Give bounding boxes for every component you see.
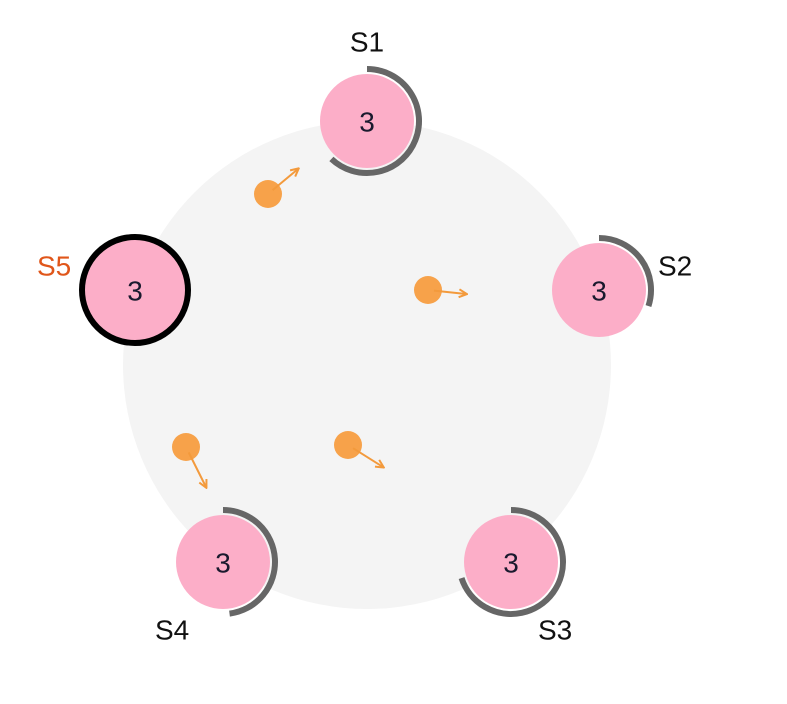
server-s3[interactable]: 3 S3 bbox=[458, 507, 573, 646]
message-s5-to-s4 bbox=[172, 433, 200, 461]
server-s5-label: S5 bbox=[37, 251, 71, 282]
server-s2-label: S2 bbox=[658, 251, 692, 282]
messages-layer bbox=[172, 169, 466, 487]
server-s3-label: S3 bbox=[538, 615, 572, 646]
server-s4-label: S4 bbox=[155, 615, 189, 646]
server-s5-node bbox=[79, 234, 191, 346]
message-s5-to-s2 bbox=[414, 276, 442, 304]
server-s3-term: 3 bbox=[503, 548, 519, 579]
cluster-ring bbox=[123, 121, 611, 609]
server-s1-timeout-arc bbox=[329, 66, 422, 176]
server-s4[interactable]: 3 S4 bbox=[155, 507, 278, 646]
server-s5[interactable]: 3 S5 bbox=[37, 234, 191, 346]
server-s2-timeout-arc bbox=[598, 235, 654, 307]
message-s5-to-s2-arrow bbox=[433, 291, 466, 294]
server-s4-node bbox=[176, 515, 270, 609]
message-s5-to-s1 bbox=[254, 180, 282, 208]
server-s1-node bbox=[320, 74, 414, 168]
server-s2-node bbox=[552, 243, 646, 337]
server-s2-term: 3 bbox=[591, 276, 607, 307]
message-s5-to-s3 bbox=[334, 431, 362, 459]
server-s2[interactable]: 3 S2 bbox=[552, 235, 692, 337]
server-s3-timeout-arc bbox=[458, 507, 566, 617]
server-s1-term: 3 bbox=[359, 107, 375, 138]
server-s4-term: 3 bbox=[215, 548, 231, 579]
message-s5-to-s4-arrow bbox=[187, 451, 206, 487]
server-s1[interactable]: 3 S1 bbox=[320, 27, 422, 176]
server-s3-node bbox=[464, 515, 558, 609]
message-s5-to-s3-arrow bbox=[352, 447, 383, 467]
server-s1-label: S1 bbox=[350, 27, 384, 58]
server-s4-timeout-arc bbox=[222, 507, 278, 617]
server-s5-term: 3 bbox=[127, 276, 143, 307]
message-s5-to-s1-arrow bbox=[271, 169, 298, 191]
